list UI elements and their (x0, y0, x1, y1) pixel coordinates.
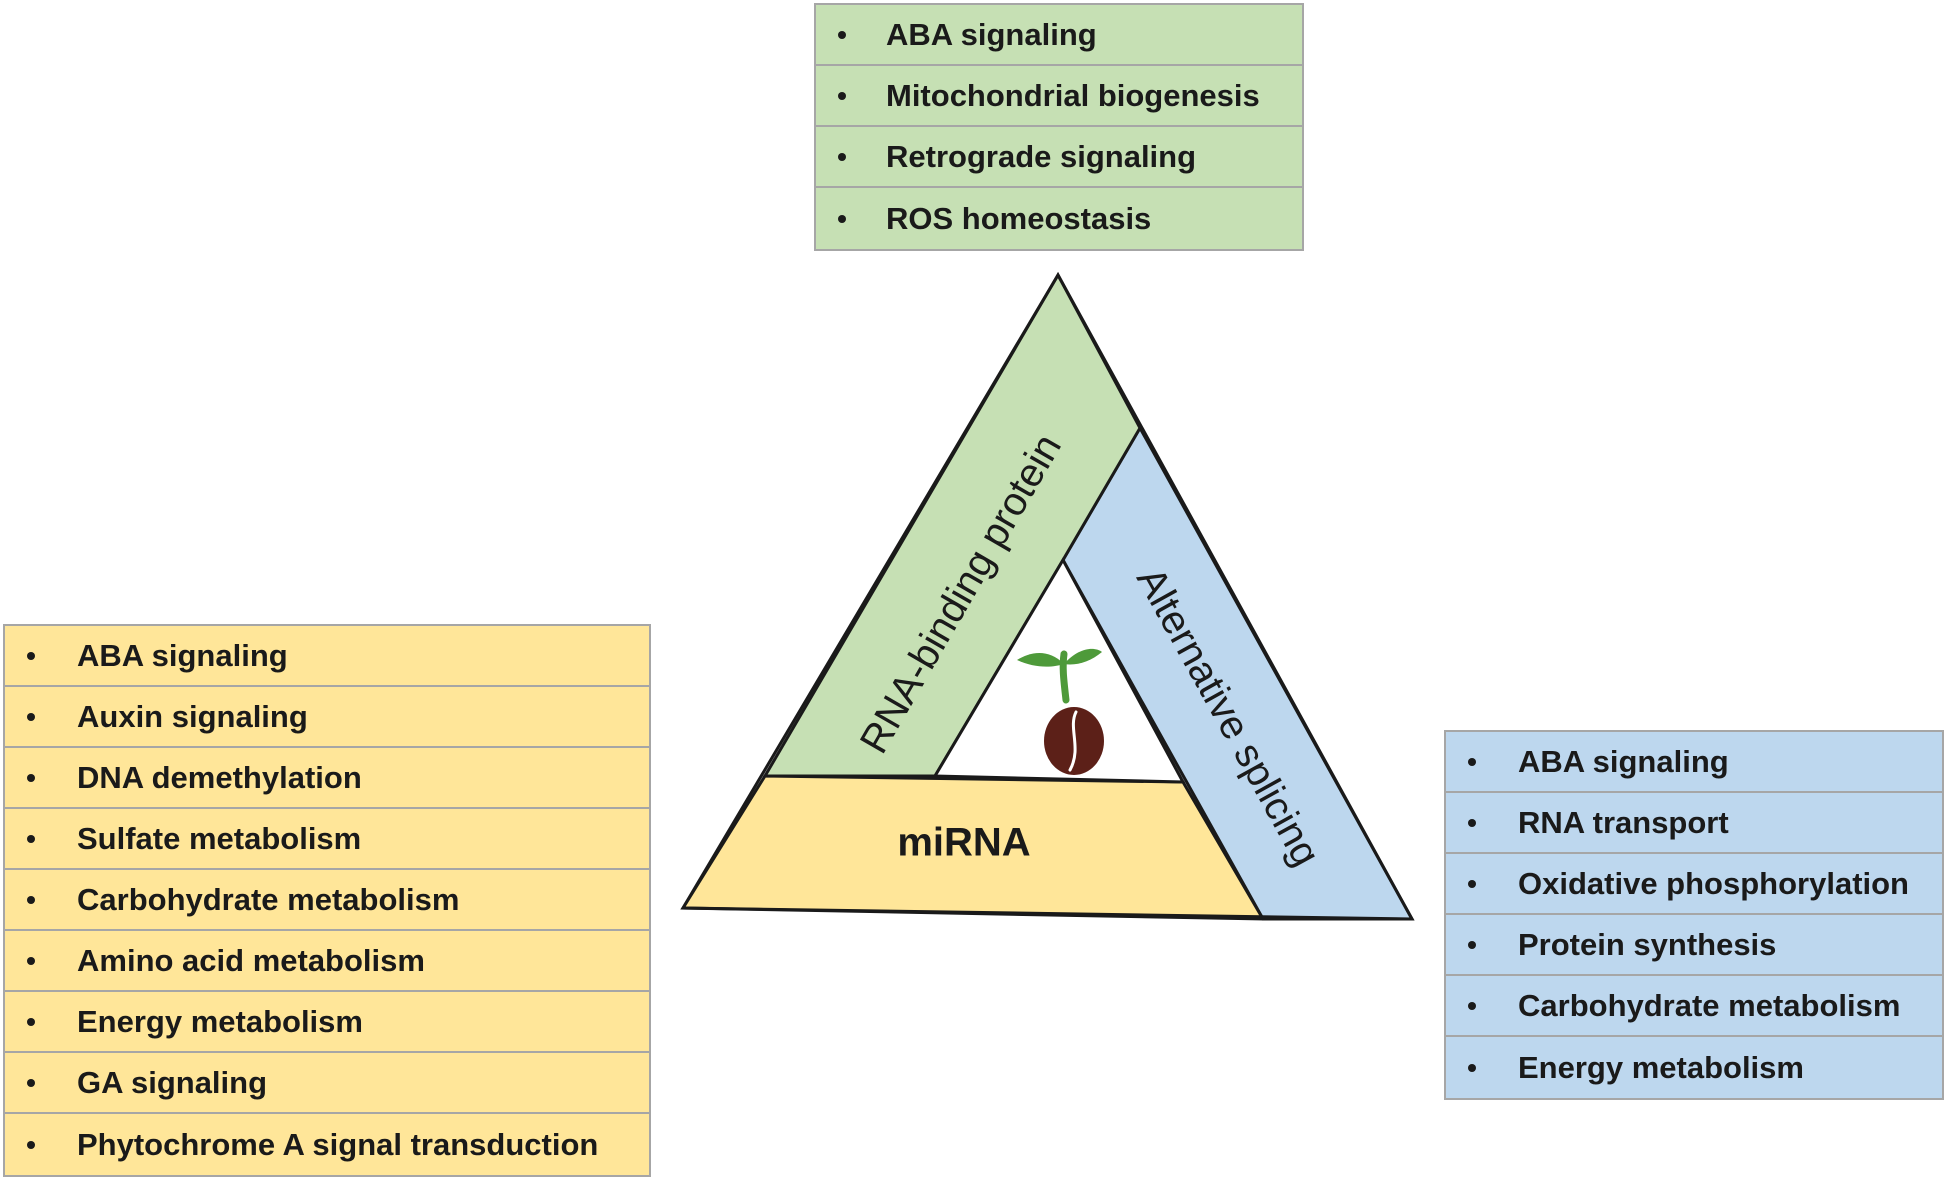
bullet-icon (27, 956, 35, 965)
mirna-label: miRNA (897, 821, 1030, 865)
bullet-icon (1468, 757, 1476, 766)
list-item-label: DNA demethylation (77, 759, 362, 795)
bullet-icon (838, 214, 846, 223)
list-item-label: ABA signaling (77, 637, 288, 673)
list-item: Carbohydrate metabolism (5, 870, 649, 931)
list-item: Oxidative phosphorylation (1446, 854, 1942, 915)
list-item-label: Protein synthesis (1518, 926, 1777, 962)
list-item-label: Auxin signaling (77, 698, 308, 734)
list-item: Carbohydrate metabolism (1446, 976, 1942, 1037)
seedling-icon (1017, 648, 1104, 775)
bullet-icon (27, 895, 35, 904)
list-item-label: Energy metabolism (77, 1003, 363, 1039)
list-item-label: Phytochrome A signal transduction (77, 1126, 599, 1162)
list-item-label: Amino acid metabolism (77, 942, 425, 978)
list-item: Sulfate metabolism (5, 809, 649, 870)
mirna-function-panel: ABA signaling Auxin signaling DNA demeth… (3, 624, 651, 1177)
bullet-icon (27, 712, 35, 721)
list-item-label: Carbohydrate metabolism (1518, 987, 1901, 1023)
list-item: Mitochondrial biogenesis (816, 66, 1302, 127)
list-item-label: Mitochondrial biogenesis (886, 77, 1260, 113)
bullet-icon (1468, 879, 1476, 888)
list-item-label: Carbohydrate metabolism (77, 881, 460, 917)
bullet-icon (1468, 1063, 1476, 1072)
list-item-label: Energy metabolism (1518, 1049, 1804, 1085)
list-item: Auxin signaling (5, 687, 649, 748)
list-item: RNA transport (1446, 793, 1942, 854)
list-item: Energy metabolism (1446, 1037, 1942, 1098)
list-item: DNA demethylation (5, 748, 649, 809)
bullet-icon (27, 1140, 35, 1149)
list-item: ABA signaling (816, 5, 1302, 66)
bullet-icon (1468, 818, 1476, 827)
bullet-icon (1468, 1001, 1476, 1010)
bullet-icon (27, 1017, 35, 1026)
list-item-label: GA signaling (77, 1064, 268, 1100)
list-item: Protein synthesis (1446, 915, 1942, 976)
list-item-label: Oxidative phosphorylation (1518, 865, 1909, 901)
list-item-label: ABA signaling (886, 16, 1097, 52)
bullet-icon (838, 30, 846, 39)
list-item-label: Retrograde signaling (886, 138, 1197, 174)
list-item: Retrograde signaling (816, 127, 1302, 188)
list-item: Phytochrome A signal transduction (5, 1114, 649, 1175)
bullet-icon (27, 1078, 35, 1087)
list-item: Energy metabolism (5, 992, 649, 1053)
list-item: ABA signaling (5, 626, 649, 687)
rbp-function-panel: ABA signaling Mitochondrial biogenesis R… (814, 3, 1304, 251)
list-item-label: Sulfate metabolism (77, 820, 362, 856)
inner-triangle (932, 556, 1186, 784)
bullet-icon (27, 773, 35, 782)
bullet-icon (838, 91, 846, 100)
list-item: GA signaling (5, 1053, 649, 1114)
list-item-label: RNA transport (1518, 804, 1729, 840)
as-function-panel: ABA signaling RNA transport Oxidative ph… (1444, 730, 1944, 1100)
bullet-icon (27, 834, 35, 843)
bullet-icon (1468, 940, 1476, 949)
list-item-label: ABA signaling (1518, 743, 1729, 779)
bullet-icon (838, 152, 846, 161)
list-item: ROS homeostasis (816, 188, 1302, 249)
bullet-icon (27, 651, 35, 660)
list-item: Amino acid metabolism (5, 931, 649, 992)
list-item: ABA signaling (1446, 732, 1942, 793)
list-item-label: ROS homeostasis (886, 200, 1152, 236)
